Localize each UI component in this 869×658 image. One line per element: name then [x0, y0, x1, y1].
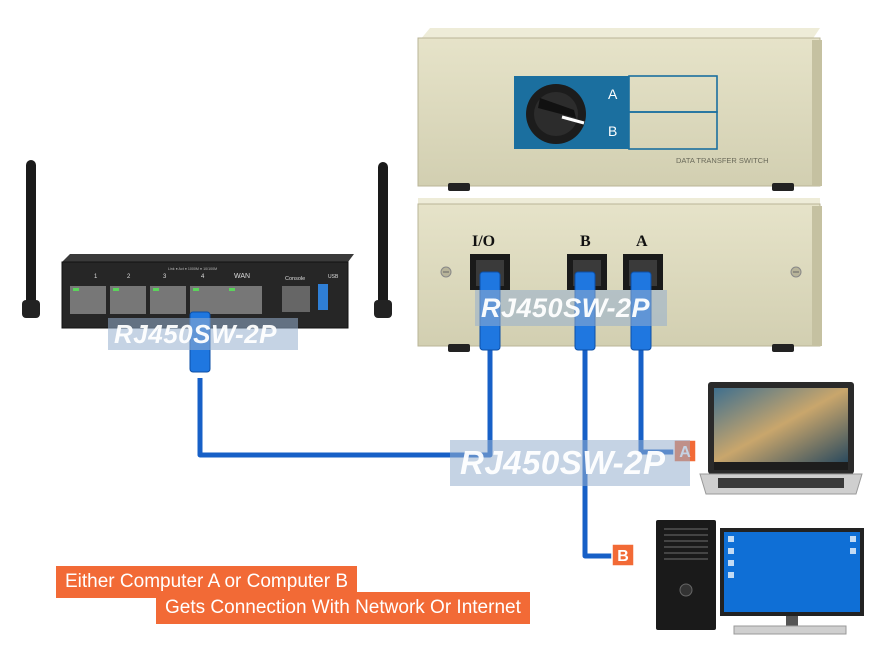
position-a-label: A [608, 86, 618, 102]
desktop-computer-b [656, 520, 864, 635]
router-console-port[interactable] [282, 286, 310, 312]
port-io-label: I/O [472, 233, 495, 250]
tag-b-label: B [617, 548, 629, 565]
caption-line-1: Either Computer A or Computer B [56, 566, 358, 598]
usb-port-icon[interactable] [318, 284, 328, 310]
port-b-label: B [580, 233, 591, 250]
keyboard [733, 625, 847, 635]
router-led-legend: Link ● Act ● 1000M ● 10/100M [168, 267, 217, 271]
router-port-label-usb: USB [328, 274, 339, 280]
antenna-left-icon [22, 160, 40, 318]
router-port-label-wan: WAN [234, 273, 250, 280]
router: 1 2 3 4 WAN Console USB Link ● Act ● 100… [22, 160, 392, 329]
laptop-screen [714, 388, 848, 462]
tag-b: B [611, 543, 635, 567]
data-transfer-switch-front: A B DATA TRANSFER SWITCH [417, 28, 822, 191]
position-b-label: B [608, 123, 617, 139]
selector-knob[interactable] [526, 84, 586, 144]
dell-logo-icon [679, 583, 693, 597]
device-label: DATA TRANSFER SWITCH [676, 156, 769, 165]
watermark-center: RJ450SW-2P [450, 440, 690, 486]
desktop-tower [656, 520, 716, 630]
port-a-label: A [636, 233, 648, 250]
antenna-right-icon [374, 162, 392, 318]
watermark-switch: RJ450SW-2P [475, 290, 667, 326]
data-transfer-switch-back: I/O B A [417, 198, 822, 352]
router-port-label-2: 2 [127, 274, 131, 280]
router-port-label-3: 3 [163, 274, 167, 280]
monitor-screen [724, 532, 860, 612]
desktop-icons [728, 536, 856, 578]
port-leds [73, 288, 235, 291]
screw-right-icon [790, 266, 802, 278]
screw-left-icon [440, 266, 452, 278]
watermark-router: RJ450SW-2P [108, 318, 298, 350]
cable-port-a-to-laptop [638, 350, 676, 455]
caption-line-2: Gets Connection With Network Or Internet [156, 592, 530, 624]
cable-port-b-to-desktop [582, 350, 612, 559]
laptop-computer-a [699, 382, 863, 495]
router-port-label-1: 1 [94, 274, 98, 280]
router-port-label-console: Console [285, 276, 305, 282]
router-port-label-4: 4 [201, 274, 205, 280]
tower-grille [664, 528, 708, 560]
cable-router-to-io [197, 350, 493, 458]
